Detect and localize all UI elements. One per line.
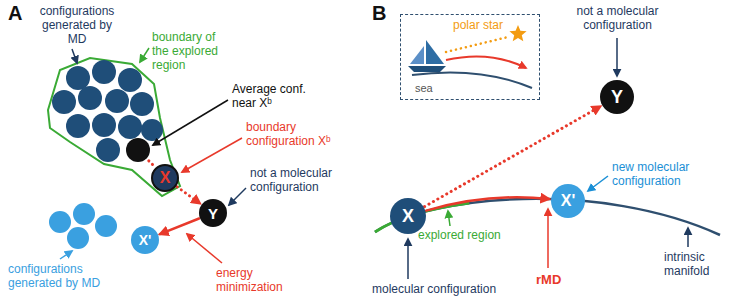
dotted-arrow [177,187,200,204]
leader-arrow [153,100,228,145]
md-configuration [52,90,76,114]
annotation: energy minimization [216,266,306,294]
md-configuration [92,60,116,84]
panel-letter: A [8,2,22,25]
leader-arrow [407,239,409,279]
leader-arrow [140,48,149,62]
red-arrow [160,219,199,235]
star-symbol [509,25,526,41]
md-configuration [66,66,90,90]
new-md-configuration [67,227,89,249]
new-configuration: X' [131,226,159,254]
new-md-configuration [95,215,117,237]
md-configuration [118,68,142,92]
md-configuration [78,86,102,110]
inset-text: polar star [453,18,503,32]
annotation: boundary configuration Xᵇ [246,120,350,148]
method-label: rMD [536,272,561,288]
boat-hull [408,66,446,72]
annotation: intrinsic manifold [664,250,744,278]
boat-sail [426,40,444,64]
new-md-configuration [49,211,71,233]
md-configuration [105,89,129,113]
leader-arrow [229,188,246,205]
panel-letter: B [372,2,386,25]
md-configuration [130,92,154,116]
red-arrow [426,197,549,210]
node-letter: X' [561,193,575,209]
annotation: explored region [418,228,518,242]
leader-arrow [60,251,72,259]
node-letter: X [402,207,414,225]
leader-arrow [182,138,242,172]
new-md-configuration [73,203,95,225]
annotation: Average conf. near Xᵇ [232,82,316,110]
node-letter: X [160,170,171,186]
boat-sail [410,46,424,64]
annotation: not a molecular configuration [555,4,680,32]
md-configuration [118,115,142,139]
annotation: not a molecular configuration [250,166,346,194]
leader-arrow [616,38,618,76]
leader-arrow [448,211,450,226]
new-configuration: X' [551,184,585,218]
md-configuration [96,138,120,162]
explored-boundary [48,58,180,196]
node-letter: Y [611,88,623,106]
leader-arrow [588,176,608,191]
leader-arrow [687,228,689,247]
node-letter: X' [139,233,152,247]
average-configuration [126,138,150,162]
annotation: configurations generated by MD [8,262,108,290]
annotation: molecular configuration [372,282,542,296]
boundary-configuration: X [151,164,179,192]
node-letter: Y [208,206,218,221]
leader-arrow [547,209,549,268]
non-molecular-point: Y [199,199,227,227]
annotation: boundary of the explored region [152,30,234,72]
md-configuration [66,114,90,138]
inset-box: polar star sea [400,14,540,100]
sailing-course [446,56,526,68]
leader-arrow [187,234,222,263]
annotation: new molecular configuration [612,160,712,188]
annotation: configurations generated by MD [34,4,120,46]
inset-text: sea [415,81,433,95]
leader-arrow [72,49,77,63]
md-configuration [141,119,163,141]
non-molecular-point: Y [600,80,634,114]
dotted-course [446,37,508,52]
md-configuration [92,113,116,137]
